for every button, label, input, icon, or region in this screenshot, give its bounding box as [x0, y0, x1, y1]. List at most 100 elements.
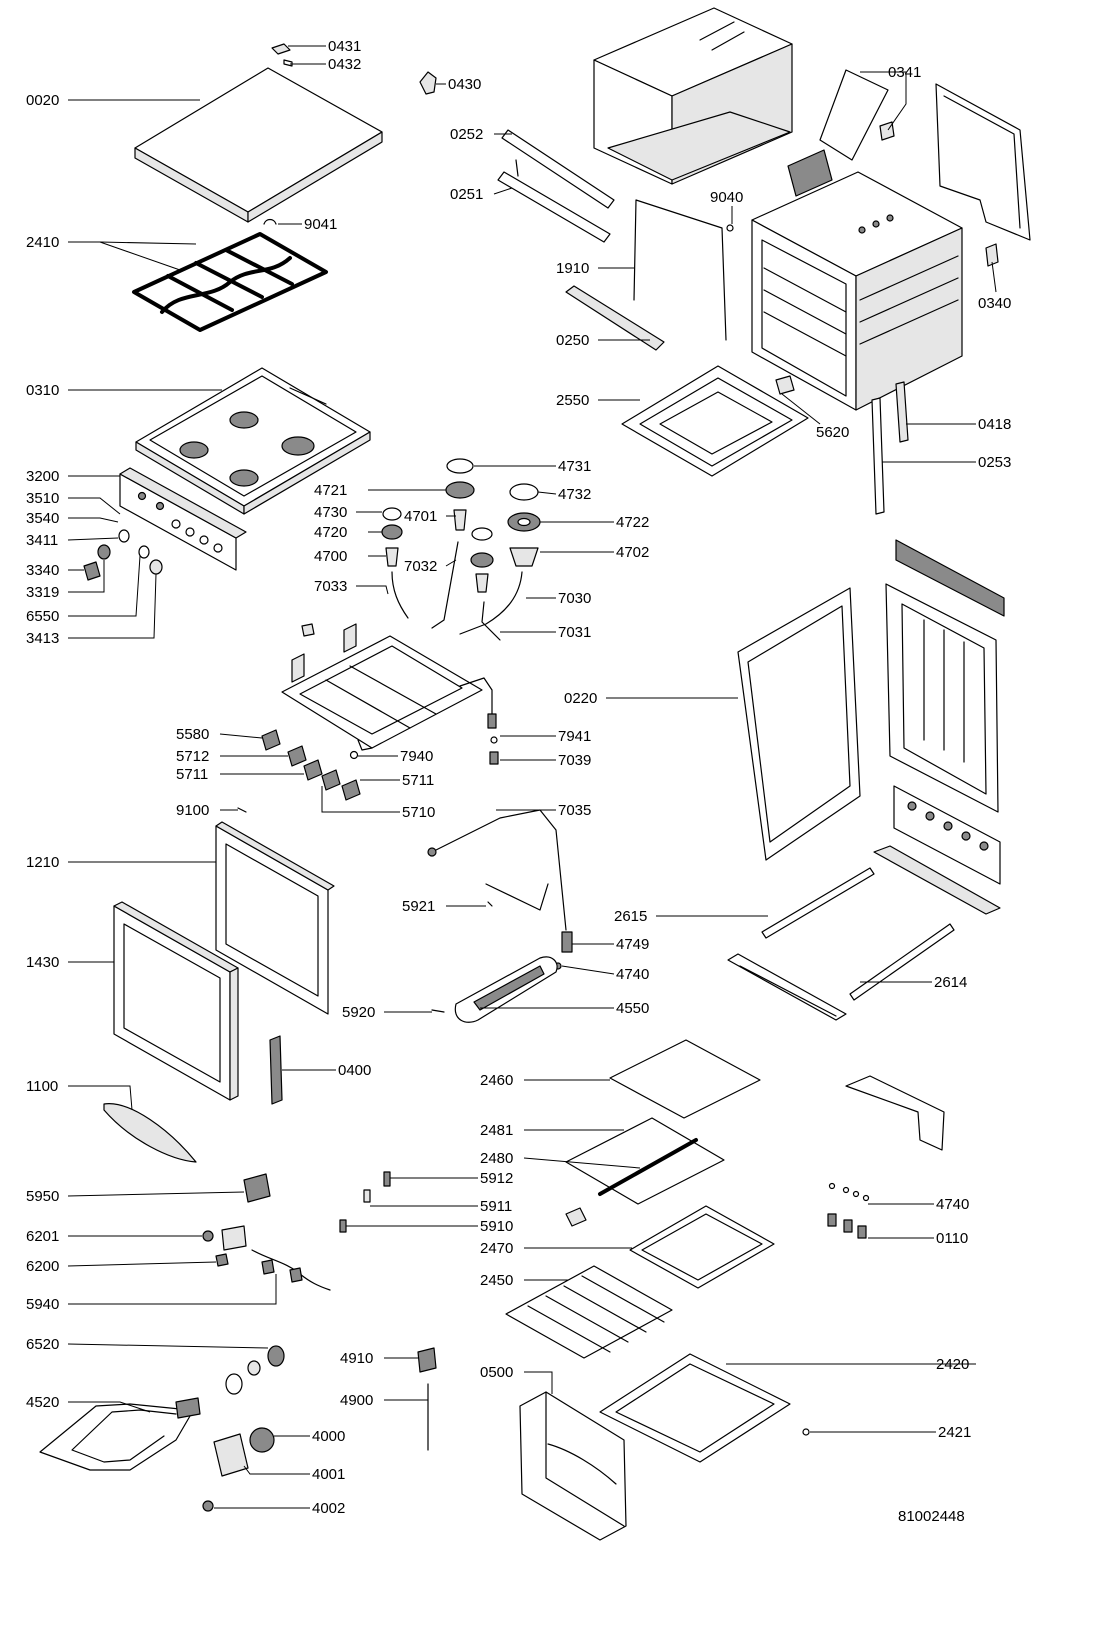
callout-4731: 4731	[558, 458, 591, 475]
part-0020-top-lid	[134, 67, 383, 223]
callout-7033: 7033	[314, 578, 347, 595]
callout-4721: 4721	[314, 482, 347, 499]
callout-3340: 3340	[26, 562, 59, 579]
callout-1430: 1430	[26, 954, 59, 971]
callout-0310: 0310	[26, 382, 59, 399]
callout-1100: 1100	[26, 1078, 58, 1095]
part-6520-lamp	[225, 1345, 285, 1395]
callout-7941: 7941	[558, 728, 591, 745]
callout-4002: 4002	[312, 1500, 345, 1517]
callout-3510: 3510	[26, 490, 59, 507]
callout-9100: 9100	[176, 802, 209, 819]
callout-4700: 4700	[314, 548, 347, 565]
callout-4702: 4702	[616, 544, 649, 561]
part-0430-hinge-clip	[419, 71, 437, 95]
callout-0340: 0340	[978, 295, 1011, 312]
part-2410-pan-supports	[132, 232, 328, 332]
part-1910-door-seal	[633, 199, 727, 341]
part-0500-drawer-front	[519, 1391, 627, 1541]
part-1430-outer-door	[113, 901, 239, 1101]
drawing-number: 81002448	[898, 1508, 965, 1525]
callout-4520: 4520	[26, 1394, 59, 1411]
part-gas-pipes	[391, 541, 523, 641]
callout-4730: 4730	[314, 504, 347, 521]
callout-0110: 0110	[936, 1230, 968, 1247]
part-0250-bottom-trim	[565, 285, 665, 351]
part-3200-control-panel	[119, 467, 247, 571]
part-gas-taps	[261, 729, 361, 801]
callout-0500: 0500	[480, 1364, 513, 1381]
part-0310-hob-top	[135, 367, 371, 515]
callout-7940: 7940	[400, 748, 433, 765]
part-0341-bracket-insulation	[787, 69, 999, 267]
callout-4900: 4900	[340, 1392, 373, 1409]
callout-2614: 2614	[934, 974, 967, 991]
callout-5710: 5710	[402, 804, 435, 821]
callout-2615: 2615	[614, 908, 647, 925]
part-burners	[381, 458, 541, 593]
callout-5940: 5940	[26, 1296, 59, 1313]
callout-7032: 7032	[404, 558, 437, 575]
callout-5912: 5912	[480, 1170, 513, 1187]
part-1210-inner-door-frame	[215, 821, 335, 1015]
callout-2410: 2410	[26, 234, 59, 251]
callout-5620: 5620	[816, 424, 849, 441]
part-drawings	[39, 7, 1031, 1541]
callout-0253: 0253	[978, 454, 1011, 471]
part-0400-hinge	[269, 1035, 283, 1105]
part-oven-cavity	[726, 171, 963, 411]
callout-9040: 9040	[710, 189, 743, 206]
callout-6520: 6520	[26, 1336, 59, 1353]
part-2450-grill-rack	[505, 1265, 673, 1359]
part-2420-deep-tray	[599, 1353, 791, 1463]
part-2421-nut	[802, 1428, 810, 1436]
callout-0220: 0220	[564, 690, 597, 707]
part-electrical-components	[202, 1173, 331, 1291]
part-4740-0110-injectors	[827, 1182, 870, 1239]
callout-9041: 9041	[304, 216, 337, 233]
callout-4740-lower: 4740	[936, 1196, 969, 1213]
part-2481-2480-grid-spit	[565, 1117, 725, 1227]
part-2460-glass-plate	[609, 1039, 761, 1119]
callout-3411: 3411	[26, 532, 58, 549]
callout-3413: 3413	[26, 630, 59, 647]
callout-3200: 3200	[26, 468, 59, 485]
callout-0250: 0250	[556, 332, 589, 349]
callout-2421: 2421	[938, 1424, 971, 1441]
callout-5911: 5911	[480, 1198, 512, 1215]
callout-labels: 0431 0432 0430 0020 0252 0341 0251 9040 …	[26, 38, 1011, 1517]
callout-4722: 4722	[616, 514, 649, 531]
callout-5921: 5921	[402, 898, 435, 915]
part-0252-0251-rails	[497, 129, 615, 243]
callout-0252: 0252	[450, 126, 483, 143]
callout-4550: 4550	[616, 1000, 649, 1017]
part-7941-7039-fittings	[349, 736, 499, 765]
callout-0430: 0430	[448, 76, 481, 93]
callout-2480: 2480	[480, 1150, 513, 1167]
callout-2460: 2460	[480, 1072, 513, 1089]
callout-2450: 2450	[480, 1272, 513, 1289]
callout-4749: 4749	[616, 936, 649, 953]
part-rear-cover-bracket	[845, 1075, 945, 1151]
part-2470-tray	[629, 1205, 775, 1289]
callout-4910: 4910	[340, 1350, 373, 1367]
part-thermostat-group	[202, 1427, 275, 1512]
callout-7031: 7031	[558, 624, 591, 641]
callout-4000: 4000	[312, 1428, 345, 1445]
callout-5920: 5920	[342, 1004, 375, 1021]
callout-7035: 7035	[558, 802, 591, 819]
callout-2470: 2470	[480, 1240, 513, 1257]
callout-4732: 4732	[558, 486, 591, 503]
callout-1910: 1910	[556, 260, 589, 277]
callout-4720: 4720	[314, 524, 347, 541]
part-0431-clip	[271, 43, 293, 67]
callout-2420: 2420	[936, 1356, 969, 1373]
callout-4701: 4701	[404, 508, 437, 525]
part-4910-4900-cable	[417, 1347, 437, 1451]
leader-lines	[67, 45, 997, 1509]
part-back-panel	[873, 539, 1005, 915]
callout-5950: 5950	[26, 1188, 59, 1205]
part-knobs	[83, 529, 163, 581]
callout-3540: 3540	[26, 510, 59, 527]
